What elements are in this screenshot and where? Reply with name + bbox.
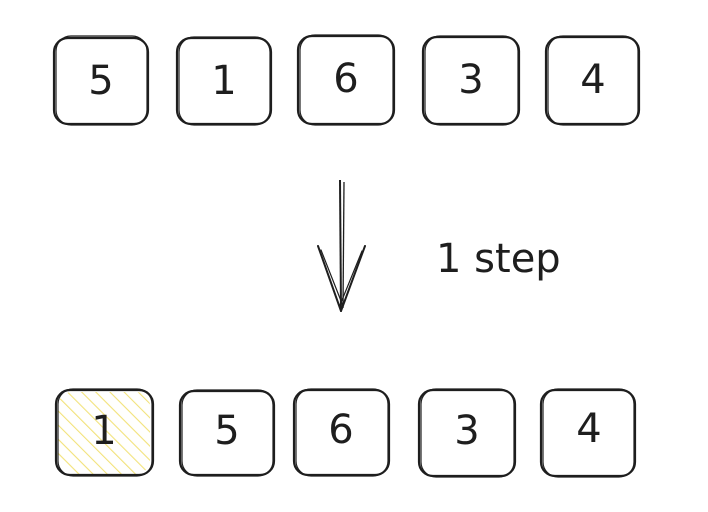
box-before-3-label: 6 (333, 56, 358, 102)
box-after-5-label: 4 (576, 406, 601, 452)
box-after-2-label: 5 (214, 408, 239, 454)
row-after: 1 5 6 3 4 (54, 388, 637, 478)
box-after-4: 3 (417, 388, 517, 478)
box-before-5: 4 (544, 35, 641, 126)
box-before-2: 1 (175, 36, 273, 126)
box-before-4: 3 (421, 35, 521, 126)
box-before-3: 6 (296, 34, 396, 126)
box-before-2-label: 1 (211, 58, 236, 104)
box-after-4-label: 3 (454, 408, 479, 454)
box-after-1: 1 (54, 388, 155, 477)
transition-label: 1 step (436, 236, 561, 282)
row-before: 5 1 6 3 4 (52, 34, 641, 126)
box-after-3-label: 6 (328, 407, 353, 453)
box-before-5-label: 4 (580, 57, 605, 103)
box-before-4-label: 3 (458, 57, 483, 103)
box-after-3: 6 (292, 388, 391, 477)
transition-arrow (317, 179, 366, 312)
box-before-1-label: 5 (88, 58, 113, 104)
box-after-2: 5 (178, 389, 276, 477)
box-after-1-label: 1 (91, 408, 116, 454)
box-after-5: 4 (539, 388, 637, 478)
box-before-1: 5 (52, 35, 150, 126)
